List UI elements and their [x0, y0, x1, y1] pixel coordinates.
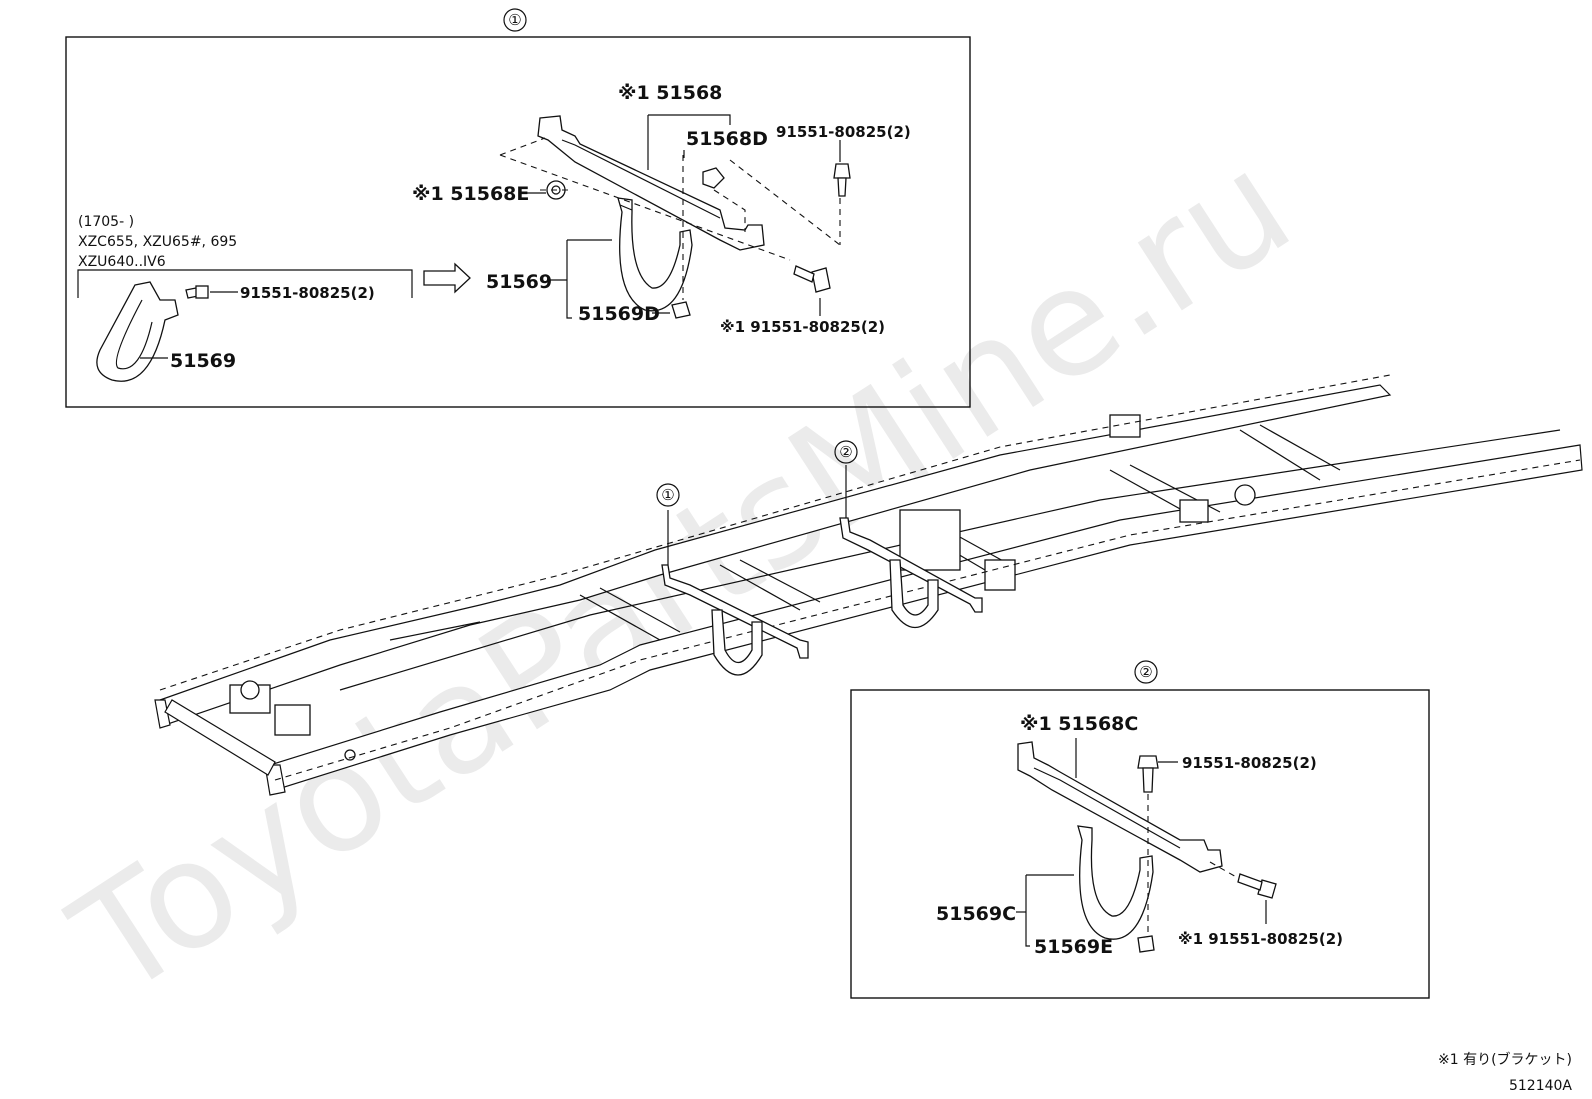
- callout-1-frame: ①: [656, 483, 680, 507]
- label-51568C: ※1 51568C: [1020, 713, 1138, 735]
- label-51569D: 51569D: [578, 303, 660, 325]
- label-51569E: 51569E: [1034, 936, 1113, 958]
- detail-box-1: ① (1705- ) XZC655, XZU65#, 695 XZU640..I…: [65, 8, 971, 408]
- label-91551-low-2: ※1 91551-80825(2): [1178, 930, 1343, 948]
- applicability-line2: XZC655, XZU65#, 695: [78, 234, 237, 250]
- label-alt-51569: 51569: [170, 350, 236, 372]
- legend-note: ※1 有り(ブラケット): [1438, 1051, 1572, 1068]
- detail-box-2: ② ※1 51568C 91551-80825(2) 51569C 51569E…: [850, 660, 1430, 999]
- applicability-line3: XZU640..IV6: [78, 254, 166, 270]
- svg-text:②: ②: [839, 443, 852, 461]
- callout-2-frame: ②: [834, 440, 858, 464]
- installed-bracket-1: [661, 510, 809, 676]
- box2-callout: ②: [1139, 663, 1152, 681]
- label-51568D: 51568D: [686, 128, 768, 150]
- chassis-frame: [154, 374, 1583, 796]
- label-51569: 51569: [486, 271, 552, 293]
- label-91551-top-2: 91551-80825(2): [1182, 754, 1317, 772]
- installed-bracket-2: [839, 465, 983, 628]
- label-51569C: 51569C: [936, 903, 1016, 925]
- label-51568E: ※1 51568E: [412, 183, 529, 205]
- label-51568: ※1 51568: [618, 82, 722, 104]
- label-91551-low: ※1 91551-80825(2): [720, 318, 885, 336]
- applicability-line1: (1705- ): [78, 214, 134, 230]
- svg-text:①: ①: [661, 486, 674, 504]
- diagram-id: 512140A: [1509, 1078, 1572, 1094]
- label-91551-top: 91551-80825(2): [776, 123, 911, 141]
- label-alt-bolt: 91551-80825(2): [240, 284, 375, 302]
- box1-callout: ①: [508, 11, 521, 29]
